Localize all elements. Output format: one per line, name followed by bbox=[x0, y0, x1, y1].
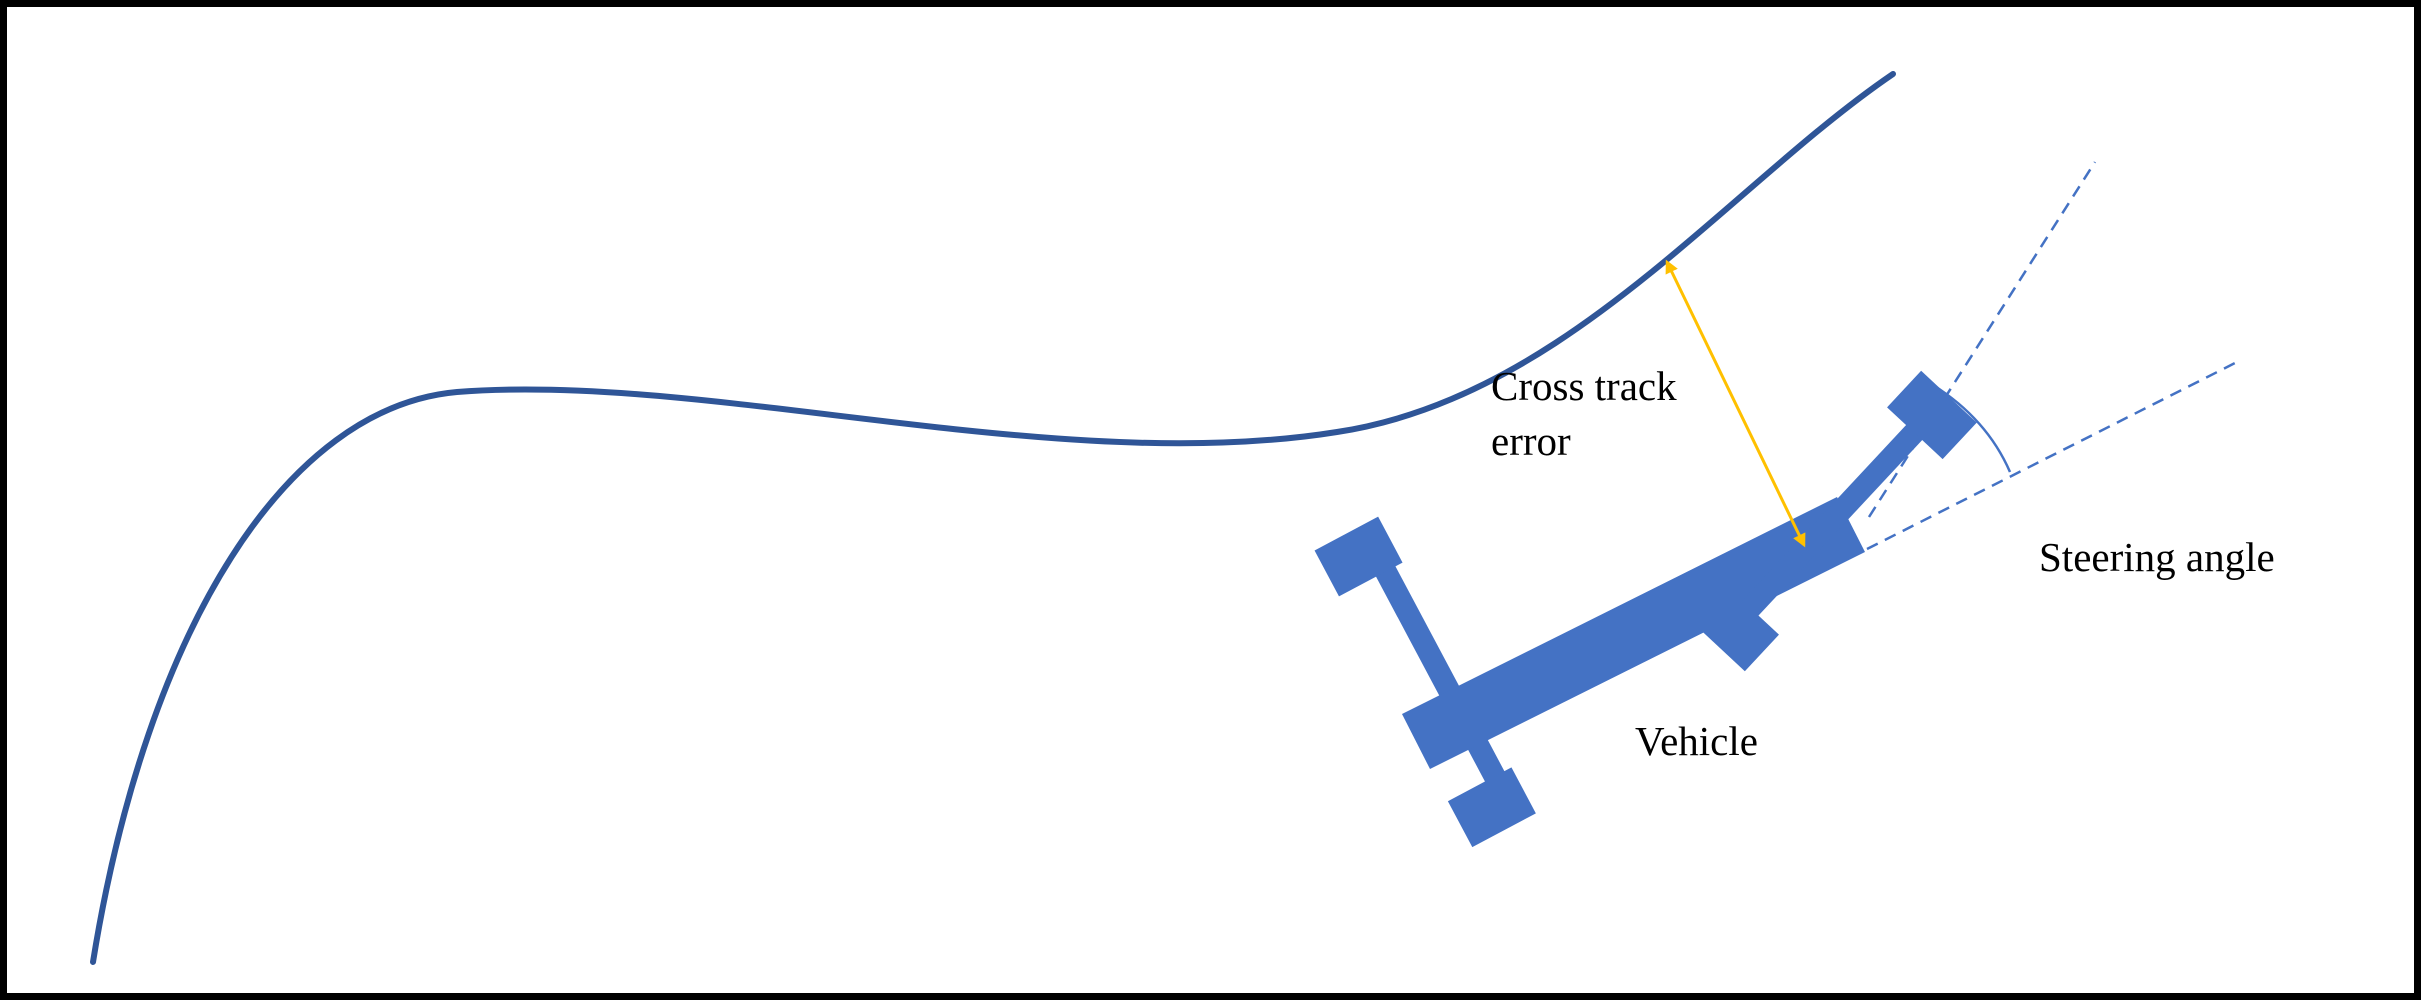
vehicle-label: Vehicle bbox=[1635, 718, 1758, 764]
steering-angle-label: Steering angle bbox=[2039, 534, 2275, 580]
cross-track-error-label-line1: Cross track bbox=[1491, 363, 1677, 409]
diagram-svg: Cross track error Steering angle Vehicle bbox=[90, 71, 2275, 965]
heading-guide-line bbox=[1866, 360, 2238, 551]
steering-guide-line bbox=[1867, 161, 2097, 518]
cross-track-error-label-line2: error bbox=[1491, 418, 1571, 464]
vehicle-icon bbox=[1314, 370, 1977, 848]
cross-track-error-arrow bbox=[1665, 259, 1806, 548]
reference-path bbox=[90, 71, 1896, 965]
